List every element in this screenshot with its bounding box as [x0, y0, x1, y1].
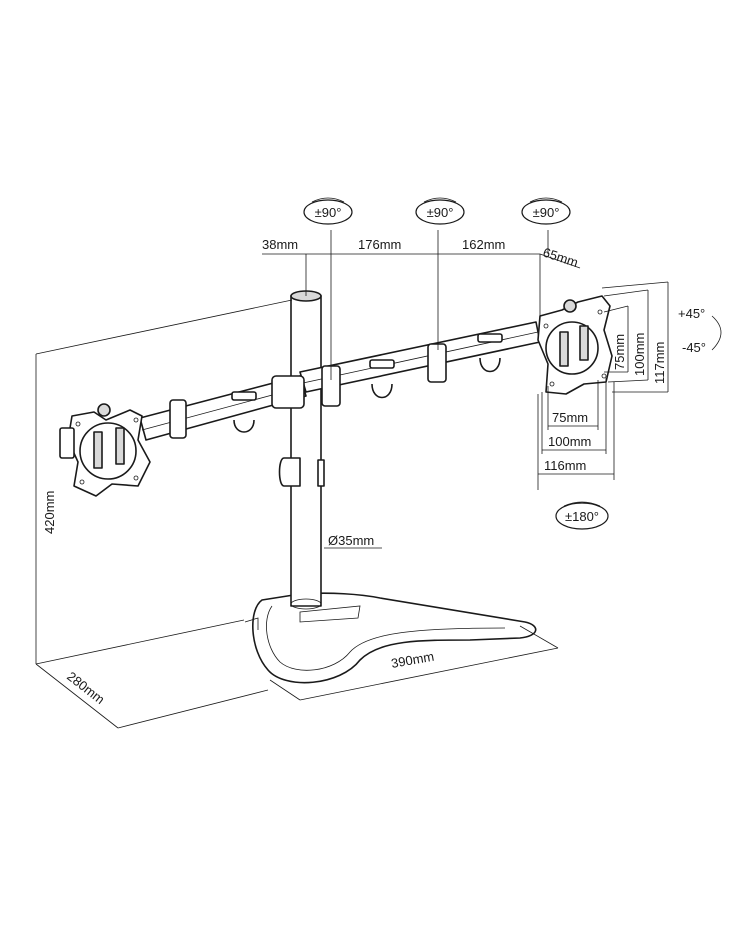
- base: [244, 592, 537, 684]
- arm: [139, 321, 541, 441]
- left-vesa-plate: [59, 403, 151, 497]
- dim-base-width: 390mm: [390, 649, 435, 671]
- rotation-label: ±90°: [315, 205, 342, 220]
- rotation-badge-middle: ±90°: [415, 197, 465, 225]
- dim-base-depth: 280mm: [64, 669, 107, 708]
- right-vesa-plate: [537, 295, 613, 395]
- tilt-up-label: +45°: [678, 306, 705, 321]
- vesa-horizontal-75: 75mm: [552, 410, 588, 425]
- tilt-indicator: +45° -45°: [678, 306, 722, 355]
- vesa-vertical-100: 100mm: [632, 333, 647, 376]
- arm-dimension-lines: [262, 230, 581, 380]
- vesa-dimension-lines: [537, 281, 669, 490]
- pole: [278, 290, 325, 610]
- rotation-badge-left: ±90°: [303, 197, 353, 225]
- rotation-label: ±90°: [427, 205, 454, 220]
- vesa-horizontal-100: 100mm: [548, 434, 591, 449]
- vesa-vertical-75: 75mm: [612, 334, 627, 370]
- dim-height: 420mm: [42, 491, 57, 534]
- vesa-vertical-117: 117mm: [652, 342, 667, 384]
- tilt-down-label: -45°: [682, 340, 706, 355]
- bounding-lines: [35, 299, 559, 729]
- dim-pole-diameter: Ø35mm: [328, 533, 374, 548]
- rotation-label: ±180°: [565, 509, 599, 524]
- vesa-horizontal-116: 116mm: [544, 458, 586, 473]
- rotation-badge-right: ±90°: [521, 197, 571, 225]
- dim-arm-second: 162mm: [462, 237, 505, 252]
- rotation-label: ±90°: [533, 205, 560, 220]
- dim-arm-first: 176mm: [358, 237, 401, 252]
- dim-offset-pole: 38mm: [262, 237, 298, 252]
- dim-head-depth: 65mm: [541, 245, 580, 270]
- swivel-badge: ±180°: [555, 501, 609, 530]
